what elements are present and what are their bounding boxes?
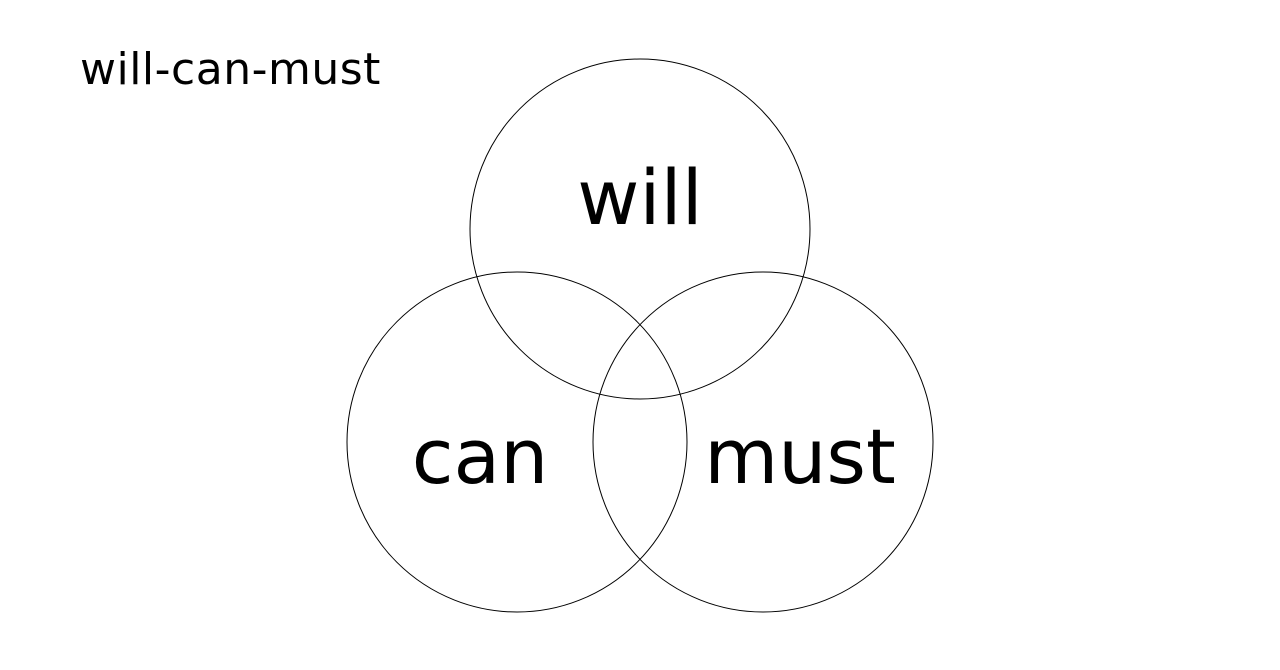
venn-label-will: will <box>577 153 703 242</box>
diagram-title: will-can-must <box>80 44 381 95</box>
venn-label-can: can <box>412 412 549 501</box>
venn-label-must: must <box>704 412 896 501</box>
venn-circle-must <box>592 271 934 613</box>
venn-circle-will <box>469 58 811 400</box>
venn-circle-can <box>346 271 688 613</box>
